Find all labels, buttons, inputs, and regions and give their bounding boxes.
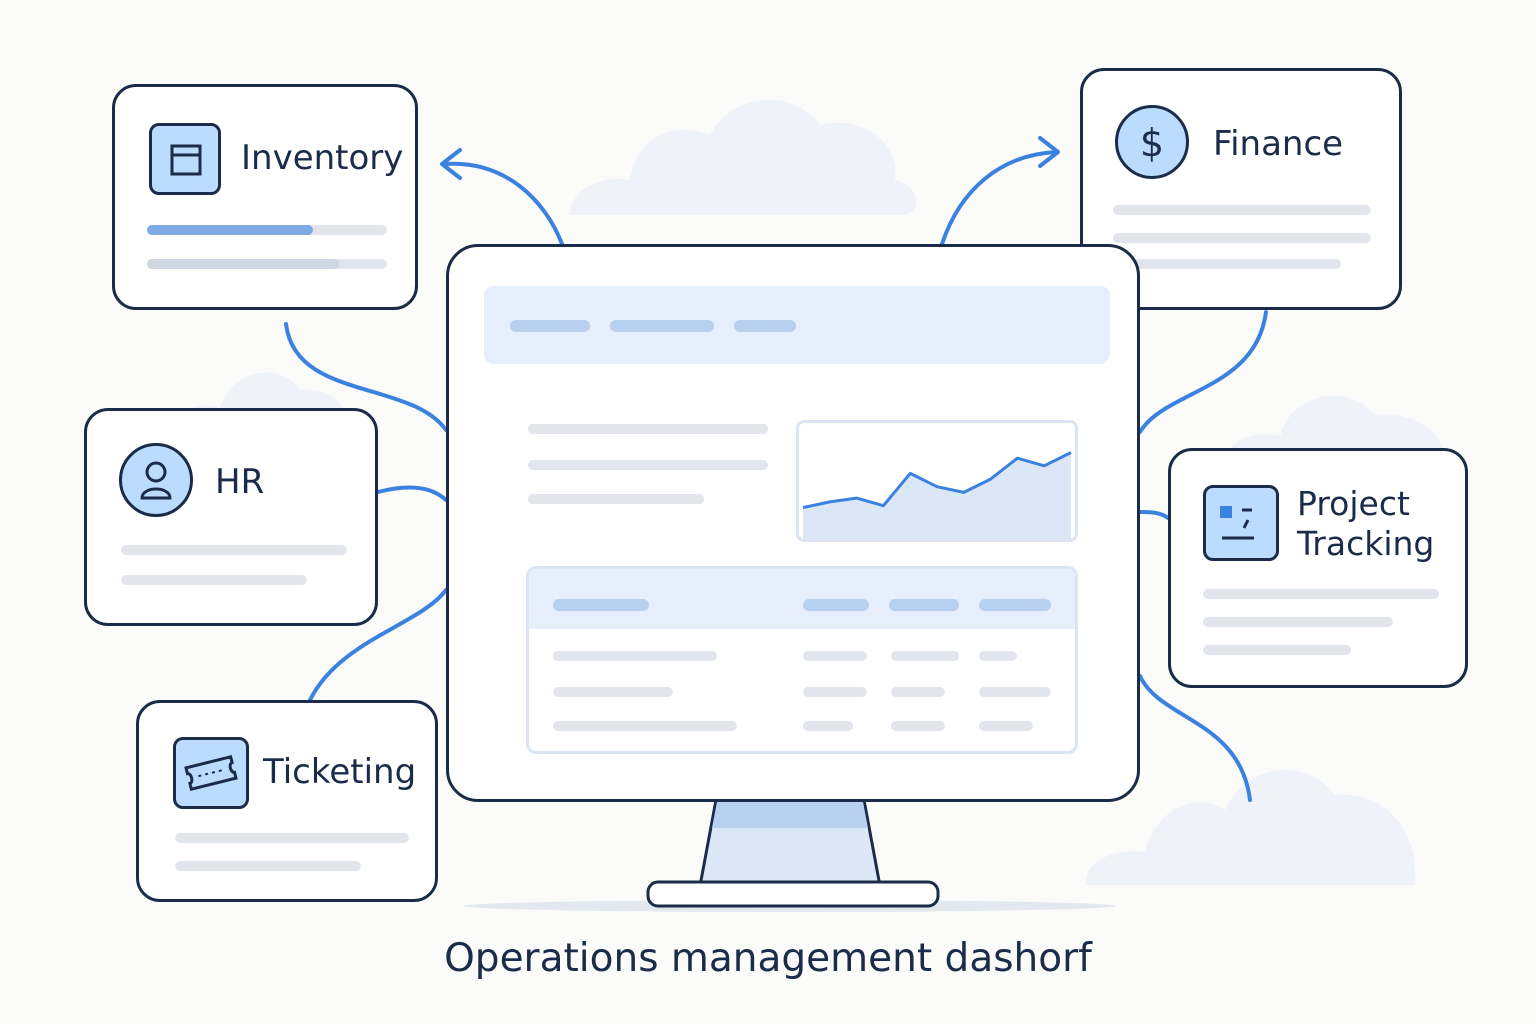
table-row-3-cell-3 [891, 721, 945, 731]
toolbar-pill-2[interactable] [610, 320, 714, 332]
table-row-2-cell-3 [891, 687, 945, 697]
table-header-cell-2 [803, 599, 869, 611]
project-tracking-title-line1: Project [1297, 484, 1410, 523]
content-line-3 [528, 494, 704, 504]
ticketing-title: Ticketing [263, 752, 417, 792]
connector-hr [376, 485, 448, 502]
inventory-card[interactable]: Inventory [112, 84, 418, 310]
table-row-2-cell-1 [553, 687, 673, 697]
project-line-2 [1203, 617, 1393, 627]
connector-finance [940, 150, 1058, 246]
cloud-right [1225, 395, 1444, 465]
connector-inventory-bottom [284, 322, 448, 432]
finance-card[interactable]: $ Finance [1080, 68, 1402, 310]
hr-card[interactable]: HR [84, 408, 378, 626]
arrowhead-inventory [440, 148, 462, 180]
ticketing-card[interactable]: Ticketing [136, 700, 438, 902]
project-tracking-title-line2: Tracking [1297, 524, 1435, 563]
line-chart-panel [796, 420, 1078, 542]
connector-ticketing [308, 588, 448, 702]
table-header-cell-1 [553, 599, 649, 611]
table-row-2-cell-4 [979, 687, 1051, 697]
finance-title: Finance [1213, 124, 1344, 164]
connector-project [1138, 510, 1170, 520]
window-icon [149, 123, 221, 195]
table-row-1-cell-4 [979, 651, 1017, 661]
project-tracking-card[interactable]: Project Tracking [1168, 448, 1468, 688]
finance-line-2 [1113, 233, 1371, 243]
ticketing-line-1 [175, 833, 409, 843]
connector-bottom-right [1138, 674, 1252, 802]
connector-finance-bottom [1138, 310, 1268, 434]
ticketing-line-2 [175, 861, 361, 871]
finance-line-3 [1113, 259, 1341, 269]
svg-text:$: $ [1140, 121, 1164, 165]
data-table [526, 566, 1078, 754]
dashboard-toolbar [484, 286, 1110, 364]
ticket-icon [173, 737, 249, 809]
table-header-cell-3 [889, 599, 959, 611]
finance-line-1 [1113, 205, 1371, 215]
arrowhead-finance [1038, 136, 1060, 168]
content-line-1 [528, 424, 768, 434]
table-row-3-cell-1 [553, 721, 737, 731]
dollar-icon: $ [1115, 105, 1189, 179]
table-header-cell-4 [979, 599, 1051, 611]
cloud-top [570, 99, 917, 215]
toolbar-pill-1[interactable] [510, 320, 590, 332]
person-icon [119, 443, 193, 517]
inventory-bar-fill-1 [147, 225, 313, 235]
monitor-stand [464, 798, 1116, 912]
table-row-1-cell-3 [891, 651, 959, 661]
table-row-3-cell-4 [979, 721, 1033, 731]
toolbar-pill-3[interactable] [734, 320, 796, 332]
hr-line-2 [121, 575, 307, 585]
cloud-bottom-right [1085, 769, 1416, 885]
project-line-1 [1203, 589, 1439, 599]
project-line-3 [1203, 645, 1351, 655]
table-row-2-cell-2 [803, 687, 867, 697]
hr-title: HR [215, 462, 265, 502]
inventory-bar-fill-2 [147, 259, 339, 269]
line-chart [802, 451, 1072, 539]
chart-line [802, 451, 1072, 510]
connector-inventory [443, 161, 564, 246]
content-line-2 [528, 460, 768, 470]
diagram-caption: Operations management dashorf [444, 936, 1092, 981]
table-row-3-cell-2 [803, 721, 853, 731]
table-row-1-cell-2 [803, 651, 867, 661]
hr-line-1 [121, 545, 347, 555]
kanban-icon [1203, 485, 1279, 561]
chart-area [803, 452, 1071, 539]
inventory-title: Inventory [241, 138, 404, 178]
table-row-1-cell-1 [553, 651, 717, 661]
